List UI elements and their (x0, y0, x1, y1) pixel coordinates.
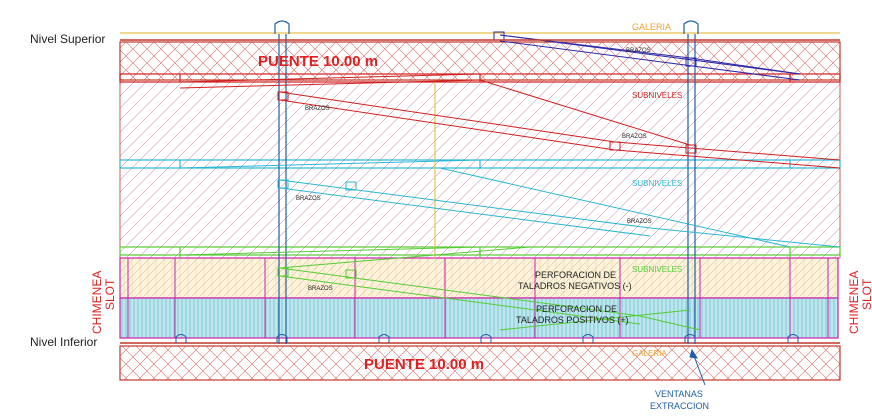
lower-bridge-band (119, 345, 841, 381)
main-rock-body (119, 79, 841, 259)
green-brazos (179, 246, 701, 331)
brazos-label-3: BRAZOS (622, 134, 647, 140)
galeria-bottom-label: GALERIA (632, 349, 667, 358)
slot-dividers (127, 258, 829, 338)
brazos-label-6: BRAZOS (308, 286, 333, 292)
puente-top-label: PUENTE 10.00 m (258, 53, 378, 70)
perf-pos-line-1: PERFORACION DE (536, 304, 617, 314)
chimenea-left-2: SLOT (103, 278, 117, 310)
brazos-label-4: BRAZOS (296, 196, 321, 202)
subniveles-label-3: SUBNIVELES (632, 265, 682, 274)
cyan-brazos (179, 159, 841, 248)
chimenea-left-1: CHIMENEA (90, 271, 104, 334)
puente-bottom-label: PUENTE 10.00 m (364, 356, 484, 373)
brazos-label-2: BRAZOS (305, 106, 330, 112)
chimenea-right-2: SLOT (860, 278, 872, 310)
blue-brazos (493, 31, 801, 81)
positive-drilling-band (119, 297, 839, 339)
ventanas-arrow (689, 348, 706, 386)
ventanas-label-1: VENTANAS (655, 389, 703, 399)
brazos-label-5: BRAZOS (627, 219, 652, 225)
perf-neg-line-2: TALADROS NEGATIVOS (-) (518, 281, 632, 291)
chimenea-right-1: CHIMENEA (847, 271, 861, 334)
ventanas-label-2: EXTRACCION (650, 401, 709, 411)
brazos-label-1: BRAZOS (626, 48, 651, 54)
perf-neg-line-1: PERFORACION DE (535, 270, 616, 280)
extraction-windows (175, 334, 799, 343)
galeria-top-label: GALERIA (632, 22, 671, 32)
subniveles-label-2: SUBNIVELES (632, 179, 682, 188)
subniveles-label-1: SUBNIVELES (632, 91, 682, 100)
shaft-right (683, 20, 699, 344)
red-brazos (179, 73, 841, 169)
negative-drilling-band (119, 257, 839, 299)
perf-pos-line-2: TALADROS POSITIVOS (+) (516, 315, 629, 325)
nivel-inferior-label: Nivel Inferior (30, 335, 97, 349)
nivel-superior-label: Nivel Superior (30, 32, 105, 46)
